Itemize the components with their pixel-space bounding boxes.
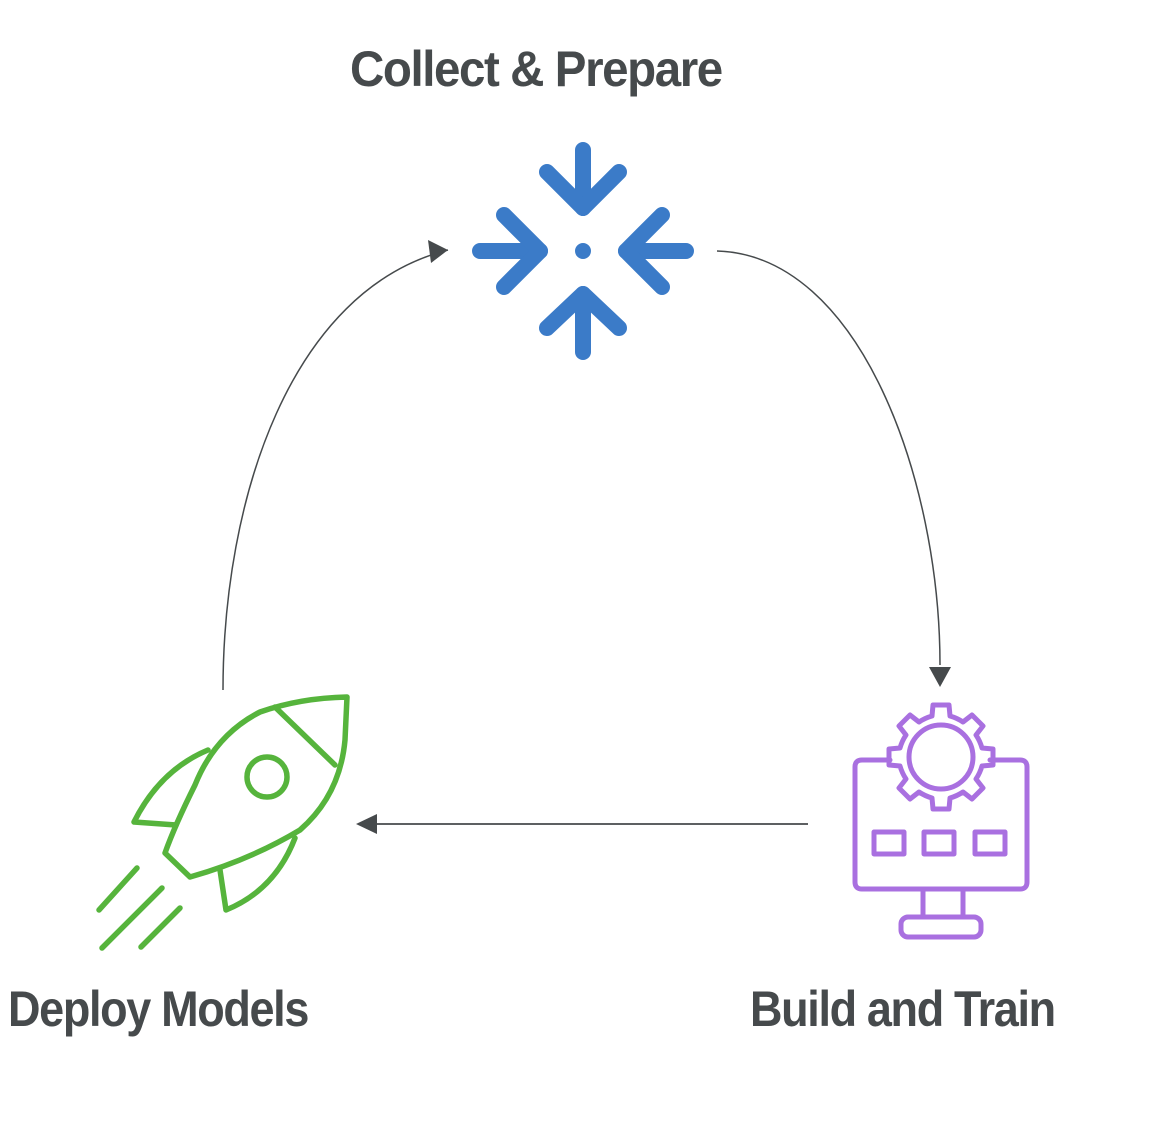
arrowhead-into-collect [428,240,448,263]
connector-collect-to-build [716,250,941,666]
connector-deploy-to-collect [222,249,449,691]
rocket-icon [96,694,350,951]
stage-label-collect-prepare: Collect & Prepare [350,41,723,97]
stage-label-build-train: Build and Train [750,981,1056,1037]
converge-arrows-icon [472,142,694,360]
monitor-gear-icon [852,702,1030,940]
arrowhead-into-deploy [356,814,377,834]
stage-label-deploy-models: Deploy Models [8,981,309,1037]
arrowhead-into-build [929,667,951,687]
